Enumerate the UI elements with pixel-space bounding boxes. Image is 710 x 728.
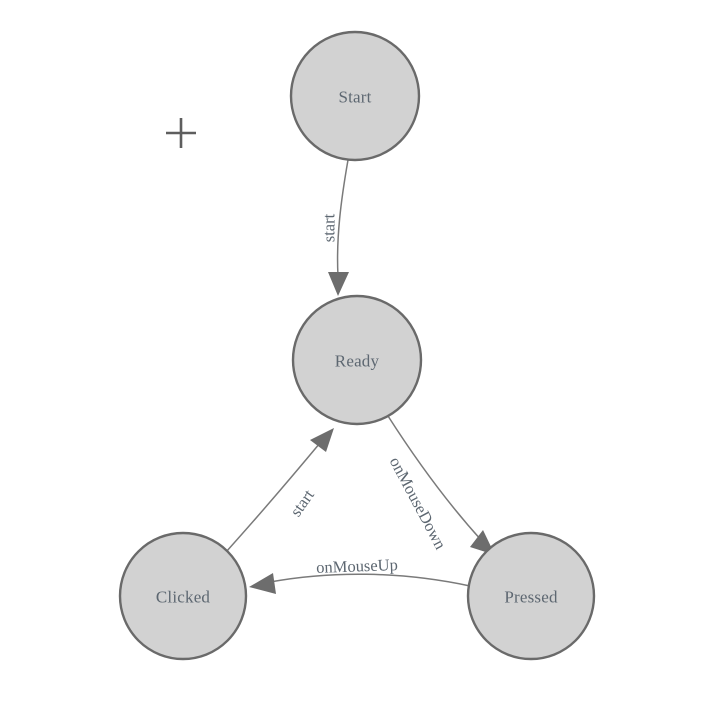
edge-start-to-ready[interactable]: start xyxy=(320,159,350,296)
edge-path-clicked-to-ready[interactable] xyxy=(225,442,321,553)
arrowhead-clicked-to-ready xyxy=(310,428,334,452)
edge-path-pressed-to-clicked[interactable] xyxy=(269,573,471,587)
node-clicked-label: Clicked xyxy=(156,588,211,607)
edge-clicked-to-ready[interactable]: start xyxy=(225,428,334,553)
node-ready-label: Ready xyxy=(335,352,380,371)
node-clicked-circle[interactable] xyxy=(118,531,248,661)
node-ready-circle[interactable] xyxy=(291,294,423,426)
node-start-circle[interactable] xyxy=(289,30,421,162)
node-start[interactable]: Start xyxy=(289,30,421,162)
edge-pressed-to-clicked[interactable]: onMouseUp xyxy=(249,555,471,594)
edge-path-ready-to-pressed[interactable] xyxy=(387,415,483,542)
node-clicked[interactable]: Clicked xyxy=(118,531,248,661)
arrowhead-pressed-to-clicked xyxy=(249,573,276,594)
edge-label-ready-to-pressed: onMouseDown xyxy=(386,454,451,553)
edge-label-start-to-ready: start xyxy=(320,213,339,242)
edge-path-start-to-ready[interactable] xyxy=(336,159,349,277)
edge-ready-to-pressed[interactable]: onMouseDown xyxy=(386,415,495,555)
edge-label-pressed-to-clicked: onMouseUp xyxy=(316,555,398,577)
node-pressed-label: Pressed xyxy=(504,588,558,607)
edge-label-clicked-to-ready: start xyxy=(286,486,318,521)
node-start-label: Start xyxy=(338,88,371,107)
node-pressed-circle[interactable] xyxy=(466,531,596,661)
node-ready[interactable]: Ready xyxy=(291,294,423,426)
arrowhead-start-to-ready xyxy=(328,272,349,296)
node-pressed[interactable]: Pressed xyxy=(466,531,596,661)
crosshair-cursor-icon xyxy=(166,118,196,148)
